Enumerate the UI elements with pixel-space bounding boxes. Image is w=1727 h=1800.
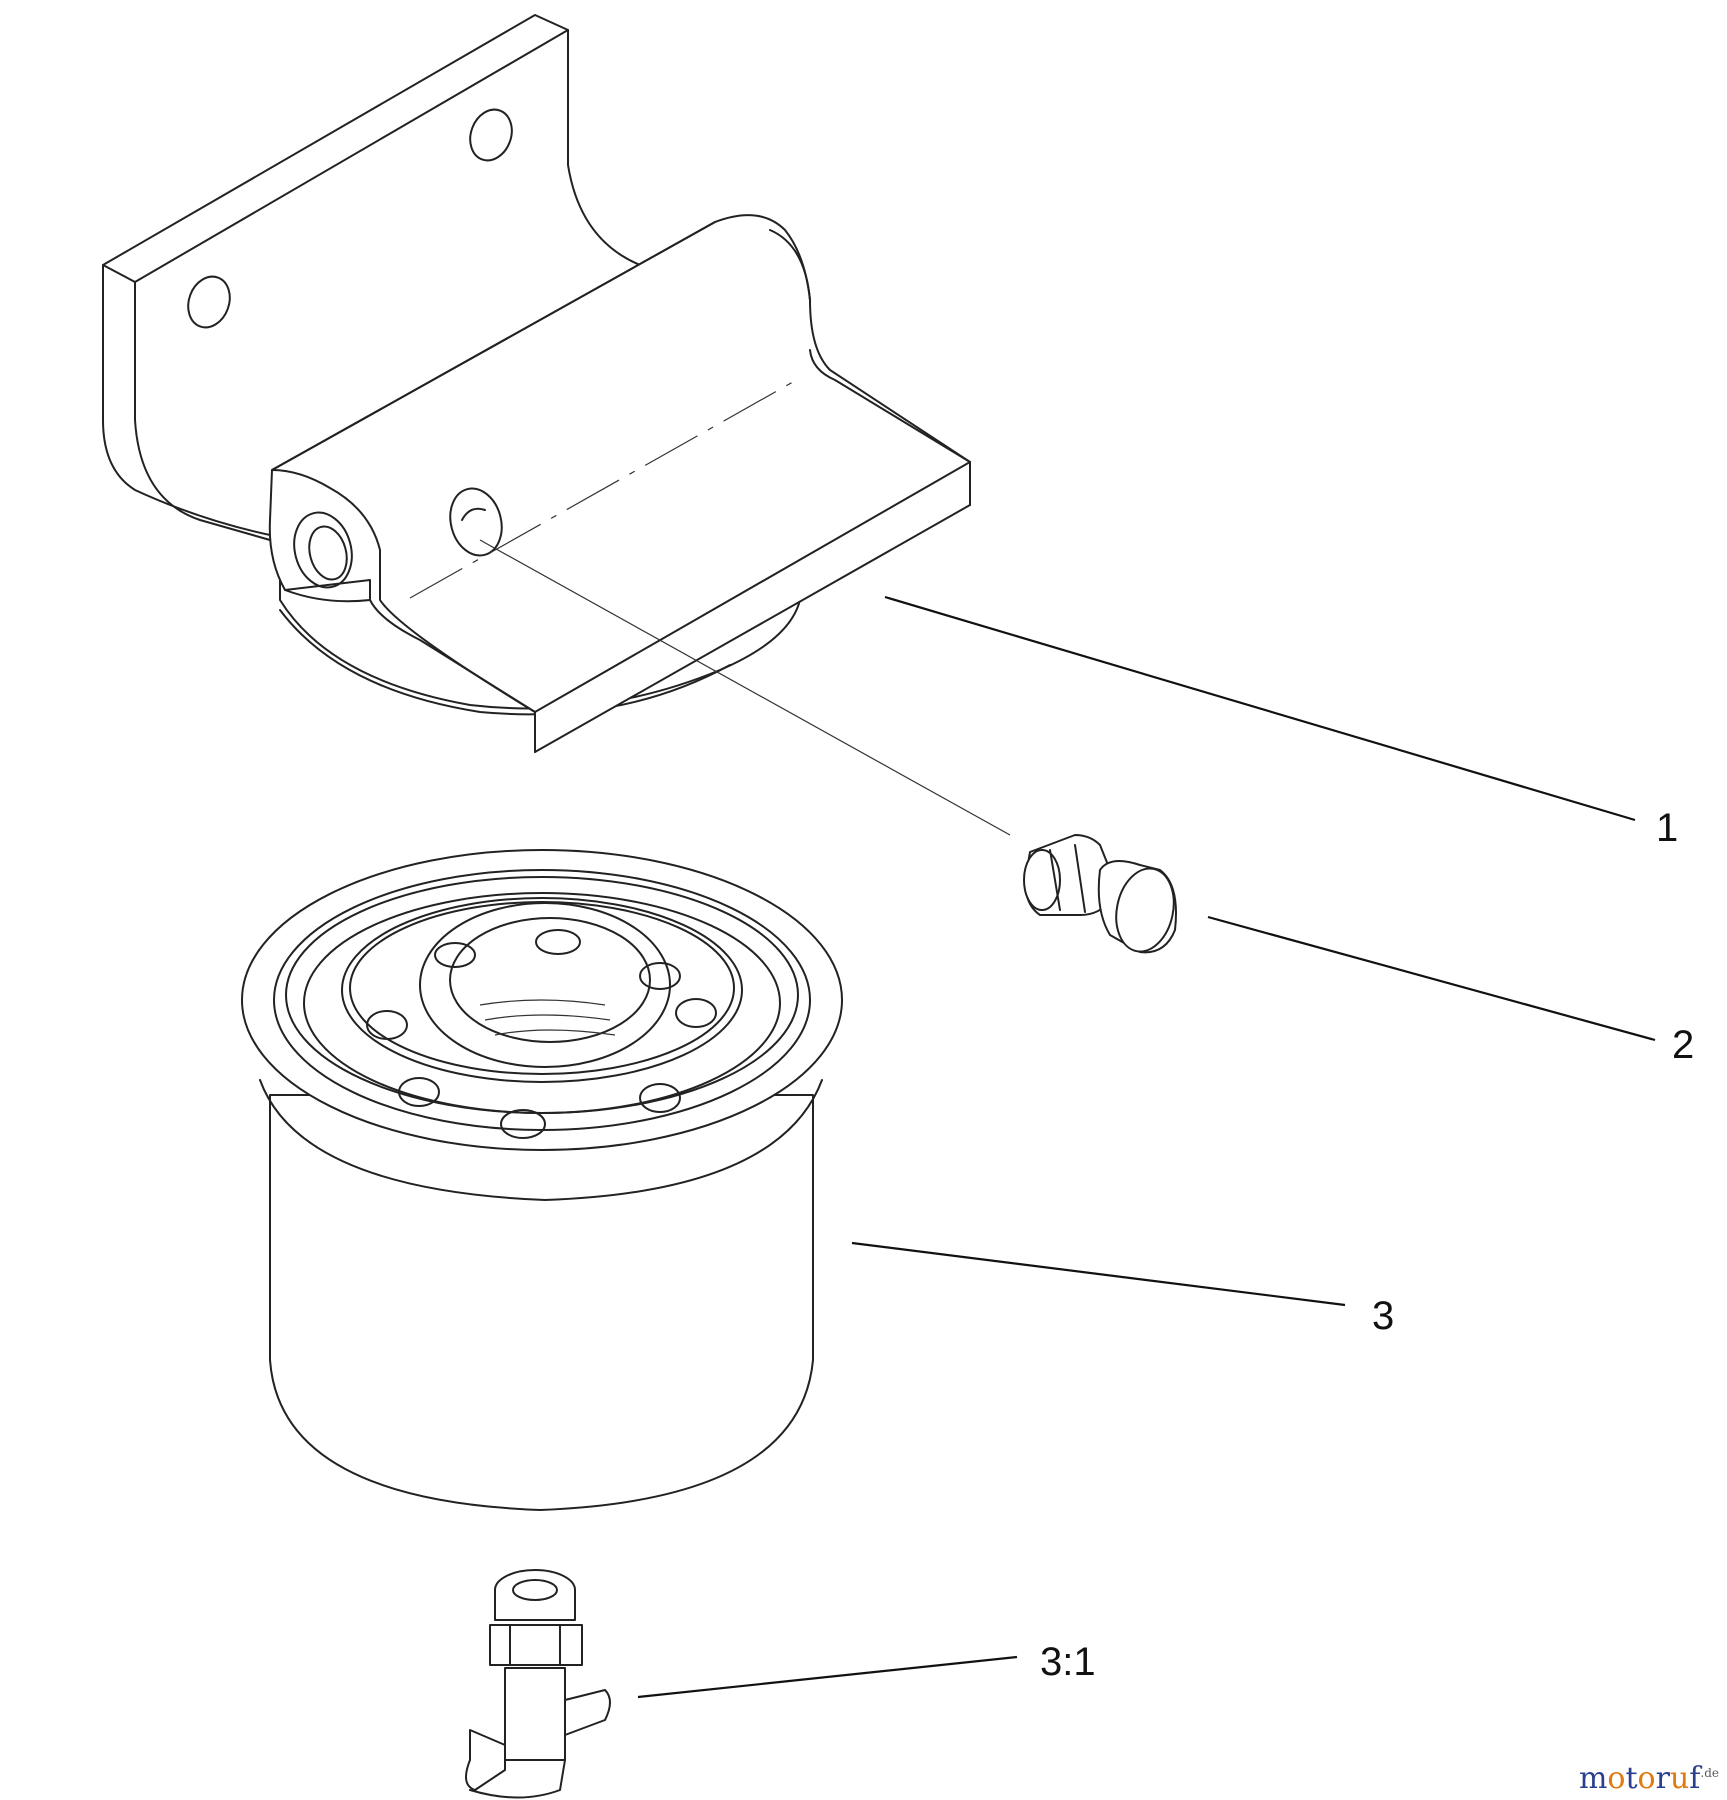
leader-lines bbox=[479, 539, 1656, 1699]
plug-fitting bbox=[1023, 834, 1177, 954]
watermark-letter: o bbox=[1607, 1761, 1626, 1796]
motoruf-watermark: motoruf.de bbox=[1579, 1761, 1719, 1796]
callout-label-1: 1 bbox=[1656, 806, 1679, 850]
watermark-letter: m bbox=[1578, 1761, 1608, 1796]
leader-line-3 bbox=[851, 1241, 1346, 1307]
watermark-letter: t bbox=[1625, 1761, 1638, 1796]
callout-label-3: 3 bbox=[1372, 1294, 1395, 1338]
watermark-text: motoruf bbox=[1579, 1761, 1700, 1796]
callout-label-3-1: 3:1 bbox=[1040, 1640, 1096, 1684]
watermark-letter: o bbox=[1637, 1761, 1656, 1796]
callout-label-2: 2 bbox=[1672, 1023, 1695, 1067]
filter-canister bbox=[241, 849, 843, 1511]
leader-line-2a bbox=[479, 539, 1011, 836]
leader-line-31 bbox=[637, 1655, 1018, 1699]
watermark-letter: r bbox=[1655, 1761, 1670, 1796]
filter-head-bracket bbox=[102, 14, 971, 753]
leader-line-2b bbox=[1207, 915, 1656, 1042]
watermark-letter: u bbox=[1669, 1761, 1690, 1796]
drain-valve bbox=[465, 1569, 611, 1799]
watermark-letter: f bbox=[1689, 1761, 1701, 1796]
leader-line-1 bbox=[884, 595, 1636, 822]
watermark-tld: .de bbox=[1700, 1766, 1719, 1780]
